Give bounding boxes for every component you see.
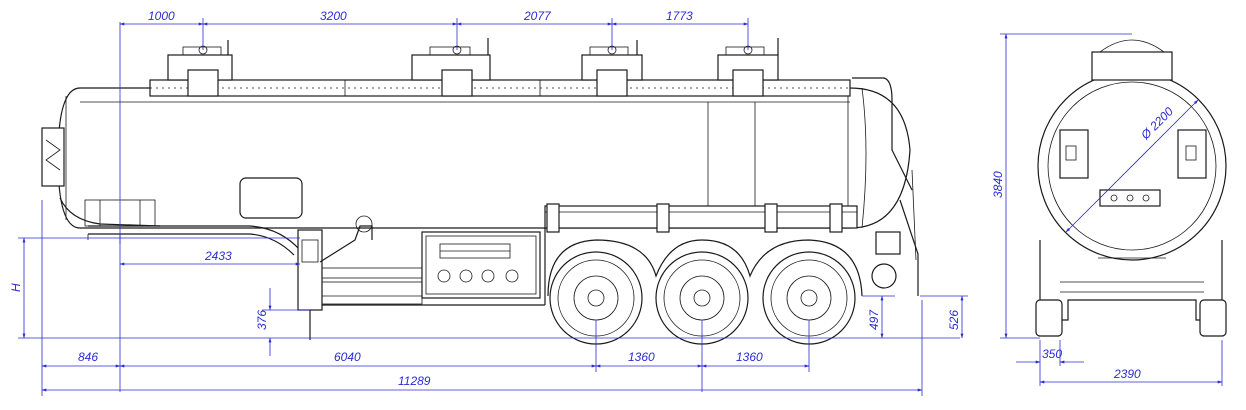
manhole-1	[167, 40, 233, 97]
manhole-3	[581, 40, 643, 97]
manhole-4	[717, 38, 779, 97]
rear-dimensions: 3840 Ø 2200 350 2390	[991, 33, 1223, 386]
dim-top-1: 1000	[148, 9, 175, 23]
dim-bottom-3: 1360	[628, 350, 655, 364]
dim-wheel-offset: 350	[1042, 347, 1062, 361]
dim-bottom-1: 846	[78, 350, 98, 364]
landing-gear	[297, 215, 373, 340]
front-bracket	[41, 127, 161, 227]
top-walkway	[149, 79, 851, 97]
dim-kingpin: 2433	[204, 249, 232, 263]
dim-overall-length: 11289	[398, 374, 431, 388]
rear-assembly	[852, 77, 919, 296]
dim-rear-height: 3840	[991, 171, 1005, 198]
dim-bottom-2: 6040	[334, 350, 361, 364]
rear-view	[1035, 39, 1227, 337]
dim-height-h: H	[9, 283, 23, 292]
dim-526: 526	[947, 310, 961, 330]
fenders	[547, 239, 863, 297]
dim-top-3: 2077	[523, 9, 552, 23]
dim-bottom-4: 1360	[736, 350, 763, 364]
manhole-2	[411, 38, 491, 97]
side-view	[41, 38, 919, 345]
rear-manhole	[1091, 51, 1173, 81]
dim-rear-width: 2390	[1113, 367, 1141, 381]
upper-rail	[544, 203, 858, 305]
lower-rails	[321, 267, 423, 305]
dim-top-2: 3200	[320, 9, 347, 23]
dim-376: 376	[255, 310, 269, 330]
dim-diameter: Ø 2200	[1138, 104, 1177, 143]
dim-497: 497	[867, 309, 881, 330]
valve-cabinet	[421, 231, 541, 299]
side-dimensions: 1000 3200 2077 1773 2433 H 376 497 526	[9, 9, 968, 396]
dim-top-4: 1773	[666, 9, 693, 23]
